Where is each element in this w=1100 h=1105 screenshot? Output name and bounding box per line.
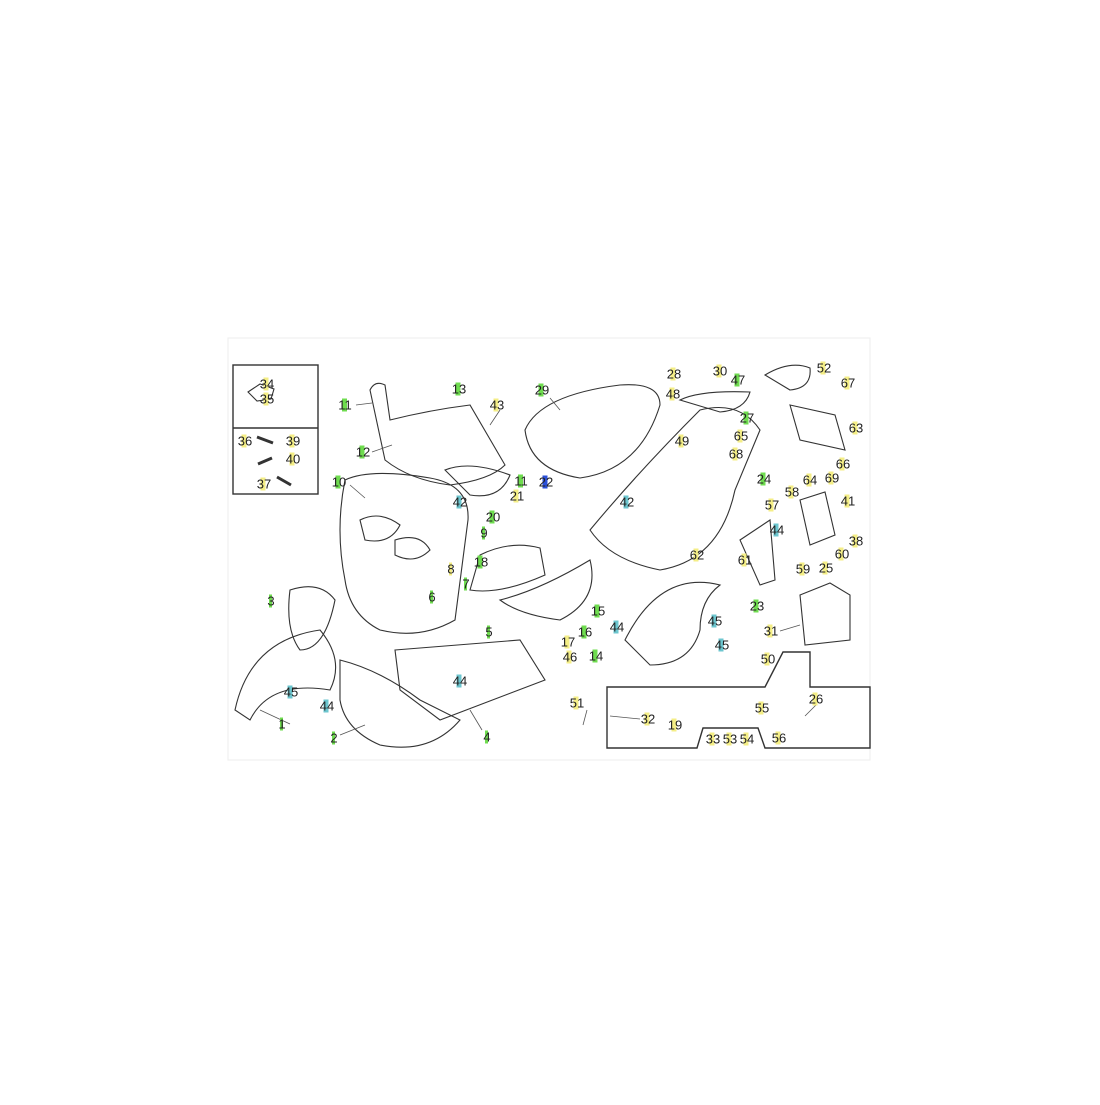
part-number-label: 43 — [488, 397, 506, 413]
luggage-rack-part — [763, 364, 811, 391]
part-number-label: 17 — [559, 634, 577, 650]
part-number-label: 66 — [834, 456, 852, 472]
rear-panel-part — [739, 519, 776, 586]
part-number-label: 56 — [770, 730, 788, 746]
part-number-label: 40 — [284, 451, 302, 467]
part-number-label: 32 — [639, 711, 657, 727]
part-number-label: 33 — [704, 731, 722, 747]
lower-fairing-part — [339, 659, 461, 748]
handlebar-cover-part — [369, 382, 506, 486]
part-number-label: 3 — [266, 593, 276, 609]
fastener-inset-box — [232, 364, 319, 495]
leader-lines — [259, 397, 817, 736]
part-number-label: 11 — [513, 473, 529, 489]
part-number-label: 50 — [759, 651, 777, 667]
part-number-label: 61 — [736, 552, 754, 568]
part-number-label: 65 — [732, 428, 750, 444]
part-number-label: 2 — [329, 730, 339, 746]
part-number-label: 53 — [721, 731, 739, 747]
part-number-label: 59 — [794, 561, 812, 577]
rear-fender-part — [624, 581, 722, 666]
part-number-label: 38 — [847, 533, 865, 549]
part-number-label: 45 — [713, 637, 731, 653]
part-number-label: 52 — [815, 360, 833, 376]
part-number-label: 44 — [318, 698, 336, 714]
part-number-label: 47 — [729, 372, 747, 388]
part-number-label: 68 — [727, 446, 745, 462]
rear-light-bracket-part — [799, 491, 836, 546]
part-number-label: 28 — [665, 366, 683, 382]
part-number-label: 25 — [817, 560, 835, 576]
part-number-label: 57 — [763, 497, 781, 513]
part-number-label: 42 — [451, 494, 469, 510]
footboard-part — [394, 639, 546, 721]
part-number-label: 37 — [255, 476, 273, 492]
part-number-label: 6 — [427, 589, 437, 605]
side-panel-part — [589, 406, 761, 571]
part-number-label: 45 — [706, 613, 724, 629]
part-number-label: 7 — [461, 576, 471, 592]
part-number-label: 42 — [618, 494, 636, 510]
part-number-label: 18 — [472, 554, 490, 570]
tunnel-cover-part — [469, 544, 546, 592]
part-number-label: 12 — [354, 444, 372, 460]
diagram-frame — [227, 337, 871, 761]
part-number-label: 23 — [748, 598, 766, 614]
part-number-label: 5 — [484, 624, 494, 640]
part-number-label: 30 — [711, 363, 729, 379]
part-number-label: 62 — [688, 547, 706, 563]
part-number-label: 67 — [839, 375, 857, 391]
part-number-label: 54 — [738, 731, 756, 747]
part-number-label: 27 — [738, 410, 756, 426]
part-number-label: 46 — [561, 649, 579, 665]
part-number-label: 34 — [258, 376, 276, 392]
part-number-label: 21 — [508, 488, 526, 504]
part-number-label: 31 — [762, 623, 780, 639]
part-number-label: 36 — [236, 433, 254, 449]
part-number-label: 69 — [823, 470, 841, 486]
inner-leg-shield-part — [288, 586, 336, 651]
license-plate-holder-part — [789, 404, 846, 451]
part-number-label: 48 — [664, 386, 682, 402]
part-number-label: 63 — [847, 420, 865, 436]
part-number-label: 13 — [450, 381, 468, 397]
part-number-label: 16 — [576, 624, 594, 640]
part-number-label: 24 — [755, 471, 773, 487]
grab-handle-part — [678, 391, 751, 413]
part-number-label: 11 — [337, 397, 353, 413]
electrical-inset-box — [606, 651, 871, 749]
part-number-label: 58 — [783, 484, 801, 500]
part-number-label: 4 — [482, 729, 492, 745]
part-number-label: 19 — [666, 717, 684, 733]
front-shield-part — [339, 472, 469, 634]
part-number-label: 35 — [258, 391, 276, 407]
part-number-label: 8 — [446, 561, 456, 577]
part-number-label: 44 — [451, 673, 469, 689]
part-number-label: 1 — [277, 716, 287, 732]
part-number-label: 29 — [533, 382, 551, 398]
underseat-part — [498, 559, 593, 621]
part-number-label: 64 — [801, 472, 819, 488]
part-number-label: 41 — [839, 493, 857, 509]
part-number-label: 44 — [768, 522, 786, 538]
part-number-label: 9 — [479, 525, 489, 541]
front-fender-part — [234, 629, 337, 721]
part-number-label: 55 — [753, 700, 771, 716]
battery-box-part — [799, 582, 851, 646]
part-number-label: 45 — [282, 684, 300, 700]
part-number-label: 44 — [608, 619, 626, 635]
part-number-label: 20 — [484, 509, 502, 525]
part-number-label: 15 — [589, 603, 607, 619]
part-number-label: 51 — [568, 695, 586, 711]
part-number-label: 39 — [284, 433, 302, 449]
part-number-label: 49 — [673, 433, 691, 449]
part-number-label: 14 — [587, 648, 605, 664]
part-number-label: 22 — [537, 474, 555, 490]
part-number-label: 60 — [833, 546, 851, 562]
handlebar-lower-part — [444, 465, 511, 497]
seat-part — [524, 384, 661, 479]
part-number-label: 10 — [330, 474, 348, 490]
part-number-label: 26 — [807, 691, 825, 707]
